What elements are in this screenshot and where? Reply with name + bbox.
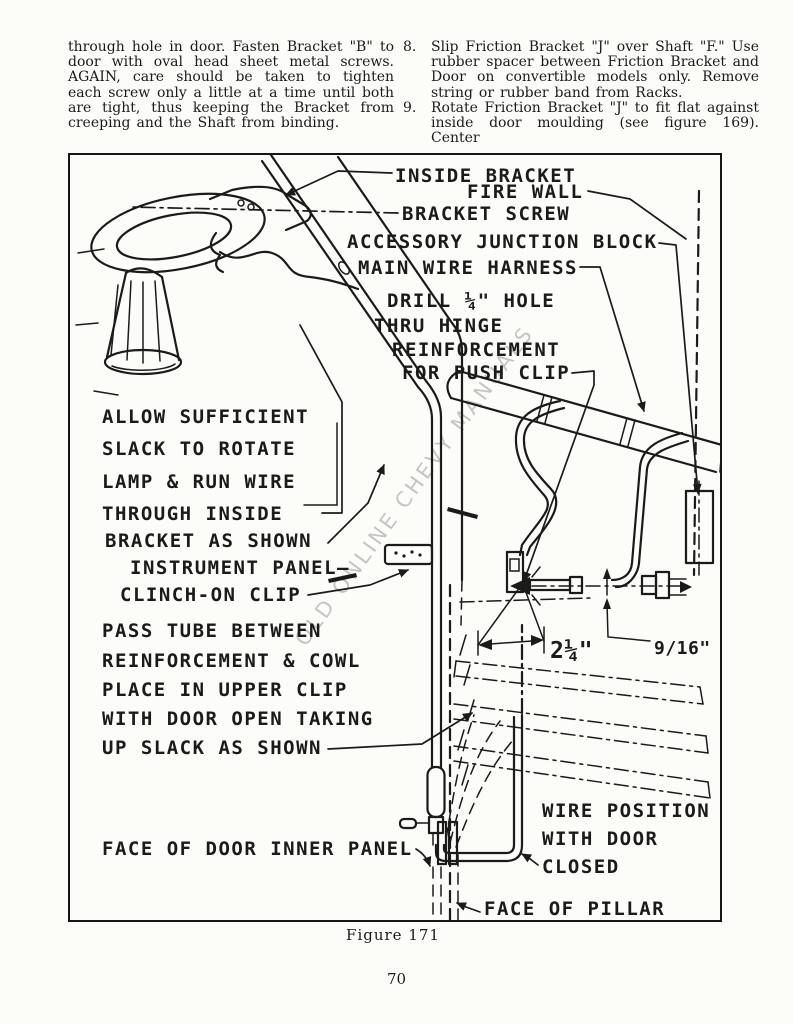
figure-caption: Figure 171 — [346, 926, 440, 944]
fire-wall-leader — [587, 190, 687, 240]
door-panel-bars — [453, 660, 711, 799]
dimension-nine-sixteenth — [603, 598, 651, 642]
inside-bracket-leader — [285, 170, 393, 196]
pillar-face-lines — [448, 583, 475, 920]
right-column-list: 8. Slip Friction Bracket "J" over Shaft … — [403, 39, 759, 147]
label-pass-tube-2: REINFORCEMENT & COWL — [102, 650, 361, 672]
trouble-lamp-drawing — [75, 185, 360, 396]
push-clip-leader — [522, 370, 595, 582]
accessory-junction-block-leader — [658, 242, 702, 494]
label-wire-position-3: CLOSED — [542, 856, 620, 878]
label-face-of-door-inner-panel: FACE OF DOOR INNER PANEL — [102, 838, 413, 860]
label-wire-position-1: WIRE POSITION — [542, 800, 710, 822]
label-slack-2: SLACK TO ROTATE — [102, 438, 296, 460]
main-wire-harness-leader — [579, 266, 646, 412]
label-fire-wall: FIRE WALL — [467, 181, 583, 203]
label-clinch-on-clip: CLINCH-ON CLIP — [120, 584, 301, 606]
face-of-door-leader — [415, 848, 432, 867]
label-drill-hole-3: REINFORCEMENT — [392, 339, 560, 361]
label-pass-tube-4: WITH DOOR OPEN TAKING — [102, 708, 374, 730]
item-text: Rotate Friction Bracket "J" to fit flat … — [431, 99, 759, 147]
upper-clip-wire — [514, 399, 566, 557]
wire-loop-closed — [434, 623, 524, 863]
label-bracket-screw: BRACKET SCREW — [402, 203, 570, 225]
dimension-two-quarter — [477, 586, 545, 656]
label-wire-position-2: WITH DOOR — [542, 828, 658, 850]
label-dim-two-quarter: 2¼" — [550, 638, 593, 664]
junction-block-drawing — [684, 480, 715, 576]
bracket-screw-leader — [129, 206, 399, 214]
label-instrument-panel: INSTRUMENT PANEL— — [130, 557, 350, 579]
bracket-as-shown-leader — [327, 464, 385, 544]
label-dim-nine-sixteenth: 9/16" — [654, 638, 711, 659]
clinch-on-clip-leader — [307, 569, 409, 596]
list-item-8: 8. Slip Friction Bracket "J" over Shaft … — [403, 39, 759, 101]
page-number: 70 — [386, 970, 407, 988]
wire-closed-leader — [521, 853, 539, 866]
paragraph-text: through hole in door. Fasten Bracket "B"… — [68, 39, 394, 132]
figure-171-drawing: OLD ONLINE CHEVY MANUALS — [75, 155, 720, 920]
item-number: 9. — [403, 99, 417, 116]
up-slack-leader — [327, 712, 473, 750]
face-of-pillar-leader — [456, 902, 481, 913]
clinch-on-clip-drawing — [328, 543, 434, 583]
label-accessory-junction-block: ACCESSORY JUNCTION BLOCK — [347, 231, 658, 253]
item-number: 8. — [403, 39, 417, 55]
instrument-panel-edge — [303, 422, 338, 506]
item-text: Slip Friction Bracket "J" over Shaft "F.… — [431, 39, 759, 101]
label-slack-3: LAMP & RUN WIRE — [102, 471, 296, 493]
fire-wall-line — [692, 189, 701, 577]
label-slack-4: THROUGH INSIDE — [102, 503, 283, 525]
hooked-wire — [610, 431, 690, 589]
label-slack-1: ALLOW SUFFICIENT — [102, 406, 309, 428]
wire-tube-drawing — [260, 155, 464, 920]
list-item-9: 9. Rotate Friction Bracket "J" to fit fl… — [403, 99, 759, 147]
label-pass-tube-1: PASS TUBE BETWEEN — [102, 620, 322, 642]
label-face-of-pillar: FACE OF PILLAR — [484, 898, 665, 920]
label-pass-tube-5: UP SLACK AS SHOWN — [102, 737, 322, 759]
label-drill-hole-2: THRU HINGE — [374, 315, 503, 337]
label-slack-5: BRACKET AS SHOWN — [105, 530, 312, 552]
label-inside-bracket: INSIDE BRACKET — [395, 165, 576, 187]
label-drill-hole-4: FOR PUSH CLIP — [402, 362, 570, 384]
figure-171-frame: OLD ONLINE CHEVY MANUALS — [68, 153, 722, 922]
hinge-hardware — [459, 550, 692, 606]
label-pass-tube-3: PLACE IN UPPER CLIP — [102, 679, 348, 701]
label-main-wire-harness: MAIN WIRE HARNESS — [358, 257, 578, 279]
left-column-paragraph: through hole in door. Fasten Bracket "B"… — [68, 39, 394, 132]
through-inside-leader — [299, 324, 343, 514]
hinge-reinforcement-bar — [446, 369, 720, 519]
label-drill-hole-1: DRILL ¼" HOLE — [387, 290, 555, 312]
